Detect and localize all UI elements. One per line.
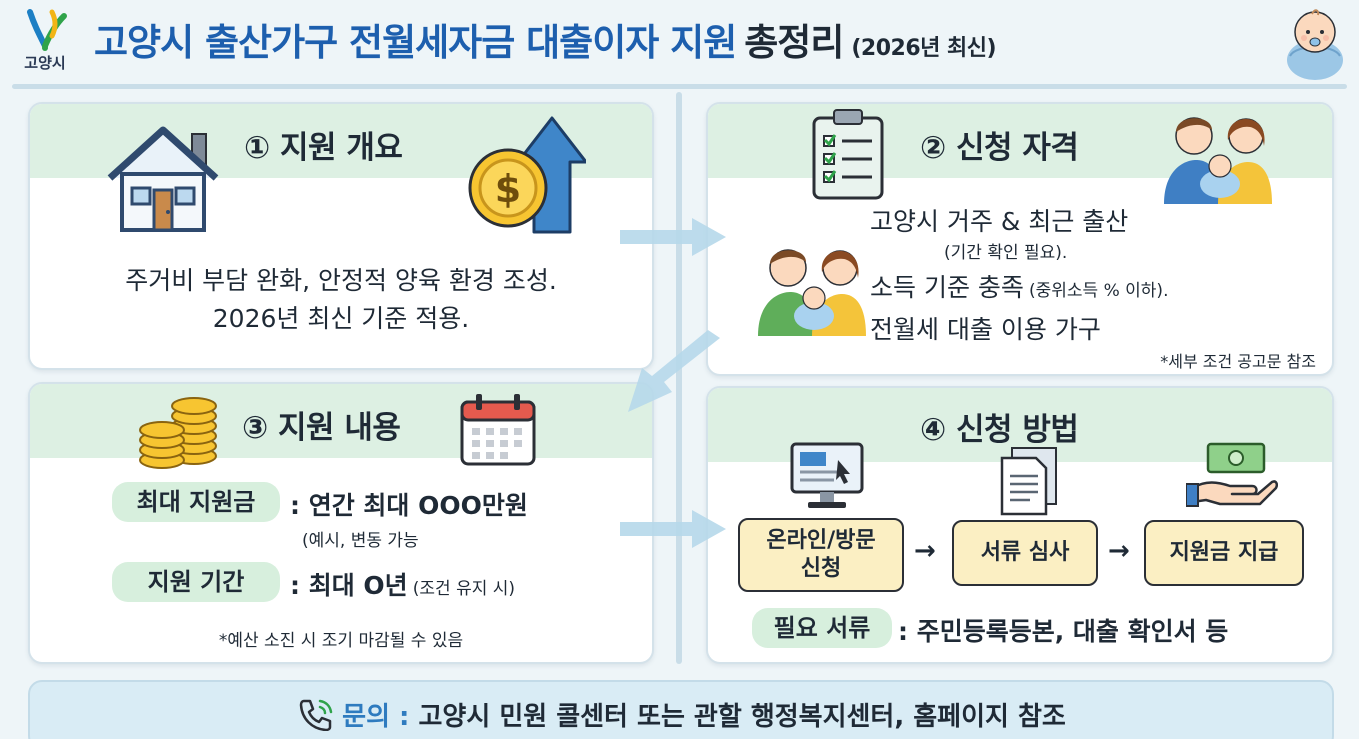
title-main: 고양시 출산가구 전월세자금 대출이자 지원 [94, 21, 737, 64]
max-amount-value: : 연간 최대 OOO만원 [290, 491, 528, 520]
city-logo-icon [27, 9, 67, 51]
eligibility-line-2: 소득 기준 충족 (중위소득 % 이하). [870, 273, 1169, 302]
eligibility-title: ② 신청 자격 [920, 130, 1079, 166]
docs-label: 필요 서류 [752, 608, 892, 648]
max-amount-label: 최대 지원금 [112, 482, 280, 522]
overview-text: 주거비 부담 완화, 안정적 양육 환경 조성. 2026년 최신 기준 적용. [30, 262, 652, 338]
header-divider [12, 84, 1347, 89]
period-value: : 최대 O년 (조건 유지 시) [290, 571, 516, 600]
eligibility-line-3: 전월세 대출 이용 가구 [870, 315, 1101, 344]
coin-stack-icon [139, 397, 217, 469]
calendar-icon [460, 394, 536, 466]
content-footnote: *예산 소진 시 조기 마감될 수 있음 [218, 631, 464, 651]
coin-up-arrow-icon: $ [468, 116, 586, 234]
eligibility-line-1-note: (기간 확인 필요). [944, 243, 1068, 263]
svg-text:$: $ [495, 167, 521, 211]
step-apply: 온라인/방문 신청 [738, 518, 904, 592]
city-logo: 고양시 [12, 6, 78, 76]
computer-icon [790, 442, 864, 508]
max-amount-note: (예시, 변동 가능 [302, 531, 419, 551]
money-hand-icon [1186, 442, 1278, 507]
title-summary: 총정리 [744, 21, 844, 64]
flow-arrow-right-2 [620, 510, 726, 548]
period-label: 지원 기간 [112, 562, 280, 602]
content-title: ③ 지원 내용 [242, 410, 401, 446]
eligibility-line-1: 고양시 거주 & 최근 출산 [870, 207, 1129, 236]
card-content: ③ 지원 내용 최대 지원금 : 연간 최대 OOO만원 (예시, 변동 가능 … [28, 382, 654, 664]
phone-icon [299, 699, 333, 732]
footer-info: 고양시 민원 콜센터 또는 관할 행정복지센터, 홈페이지 참조 [418, 702, 1066, 732]
house-icon [107, 126, 219, 232]
family-icon [1164, 117, 1272, 204]
footer-contact: 문의 : 고양시 민원 콜센터 또는 관할 행정복지센터, 홈페이지 참조 [28, 680, 1334, 739]
card-method: ④ 신청 방법 온라인/방문 신청 → 서류 심사 → 지원금 지급 필요 서류… [706, 386, 1334, 664]
center-divider [676, 92, 682, 664]
step-arrow-2: → [1108, 536, 1130, 566]
step-arrow-1: → [914, 536, 936, 566]
flow-arrow-down-left [628, 330, 720, 412]
baby-icon [1287, 9, 1343, 80]
footer-text: 문의 : 고양시 민원 콜센터 또는 관할 행정복지센터, 홈페이지 참조 [30, 696, 1332, 733]
overview-line-1: 주거비 부담 완화, 안정적 양육 환경 조성. [125, 266, 557, 295]
title-year: (2026년 최신) [851, 36, 997, 61]
card-eligibility: ② 신청 자격 고양시 거주 & 최근 출산 (기간 확인 필요). 소 [706, 102, 1334, 376]
eligibility-footnote: *세부 조건 공고문 참조 [1160, 352, 1316, 371]
card-band [30, 384, 652, 458]
footer-label: 문의 : [342, 702, 410, 732]
docs-value: : 주민등록등본, 대출 확인서 등 [898, 617, 1229, 646]
logo-text: 고양시 [24, 54, 66, 72]
card-overview: ① 지원 개요 $ 주거비 부담 완화, 안정적 양육 환경 조성. 2026년… [28, 102, 654, 370]
document-icon [1000, 447, 1057, 516]
step-payment: 지원금 지급 [1144, 520, 1304, 586]
flow-arrow-right-1 [620, 218, 726, 256]
family-icon [758, 249, 866, 336]
step-review: 서류 심사 [952, 520, 1098, 586]
overview-title: ① 지원 개요 [244, 130, 403, 166]
method-title: ④ 신청 방법 [920, 412, 1079, 448]
overview-line-2: 2026년 최신 기준 적용. [212, 304, 470, 333]
clipboard-checklist-icon [812, 109, 884, 200]
